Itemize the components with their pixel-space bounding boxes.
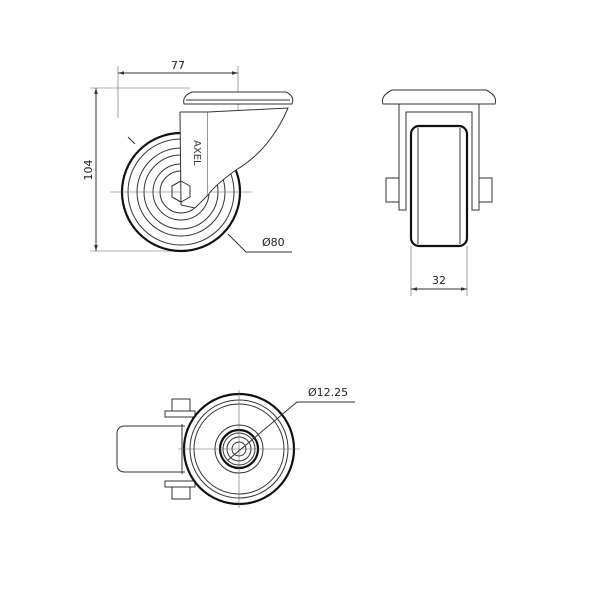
wheel-width-label: 32 <box>432 274 446 287</box>
left-bolt <box>385 177 400 203</box>
right-bolt <box>478 177 493 203</box>
side-view: 77 104 AXEL Ø80 <box>82 59 294 253</box>
side-bracket: AXEL <box>171 91 294 209</box>
wheel-diameter-label: Ø80 <box>262 236 285 249</box>
front-wheel <box>409 124 469 248</box>
width-dimension-label: 77 <box>171 59 185 72</box>
bore-diameter-label: Ø12.25 <box>308 386 348 399</box>
axel-logo: AXEL <box>191 140 202 166</box>
front-view: 32 <box>381 89 497 296</box>
bottom-view: Ø12.25 <box>116 386 355 508</box>
height-dimension-label: 104 <box>82 160 95 181</box>
